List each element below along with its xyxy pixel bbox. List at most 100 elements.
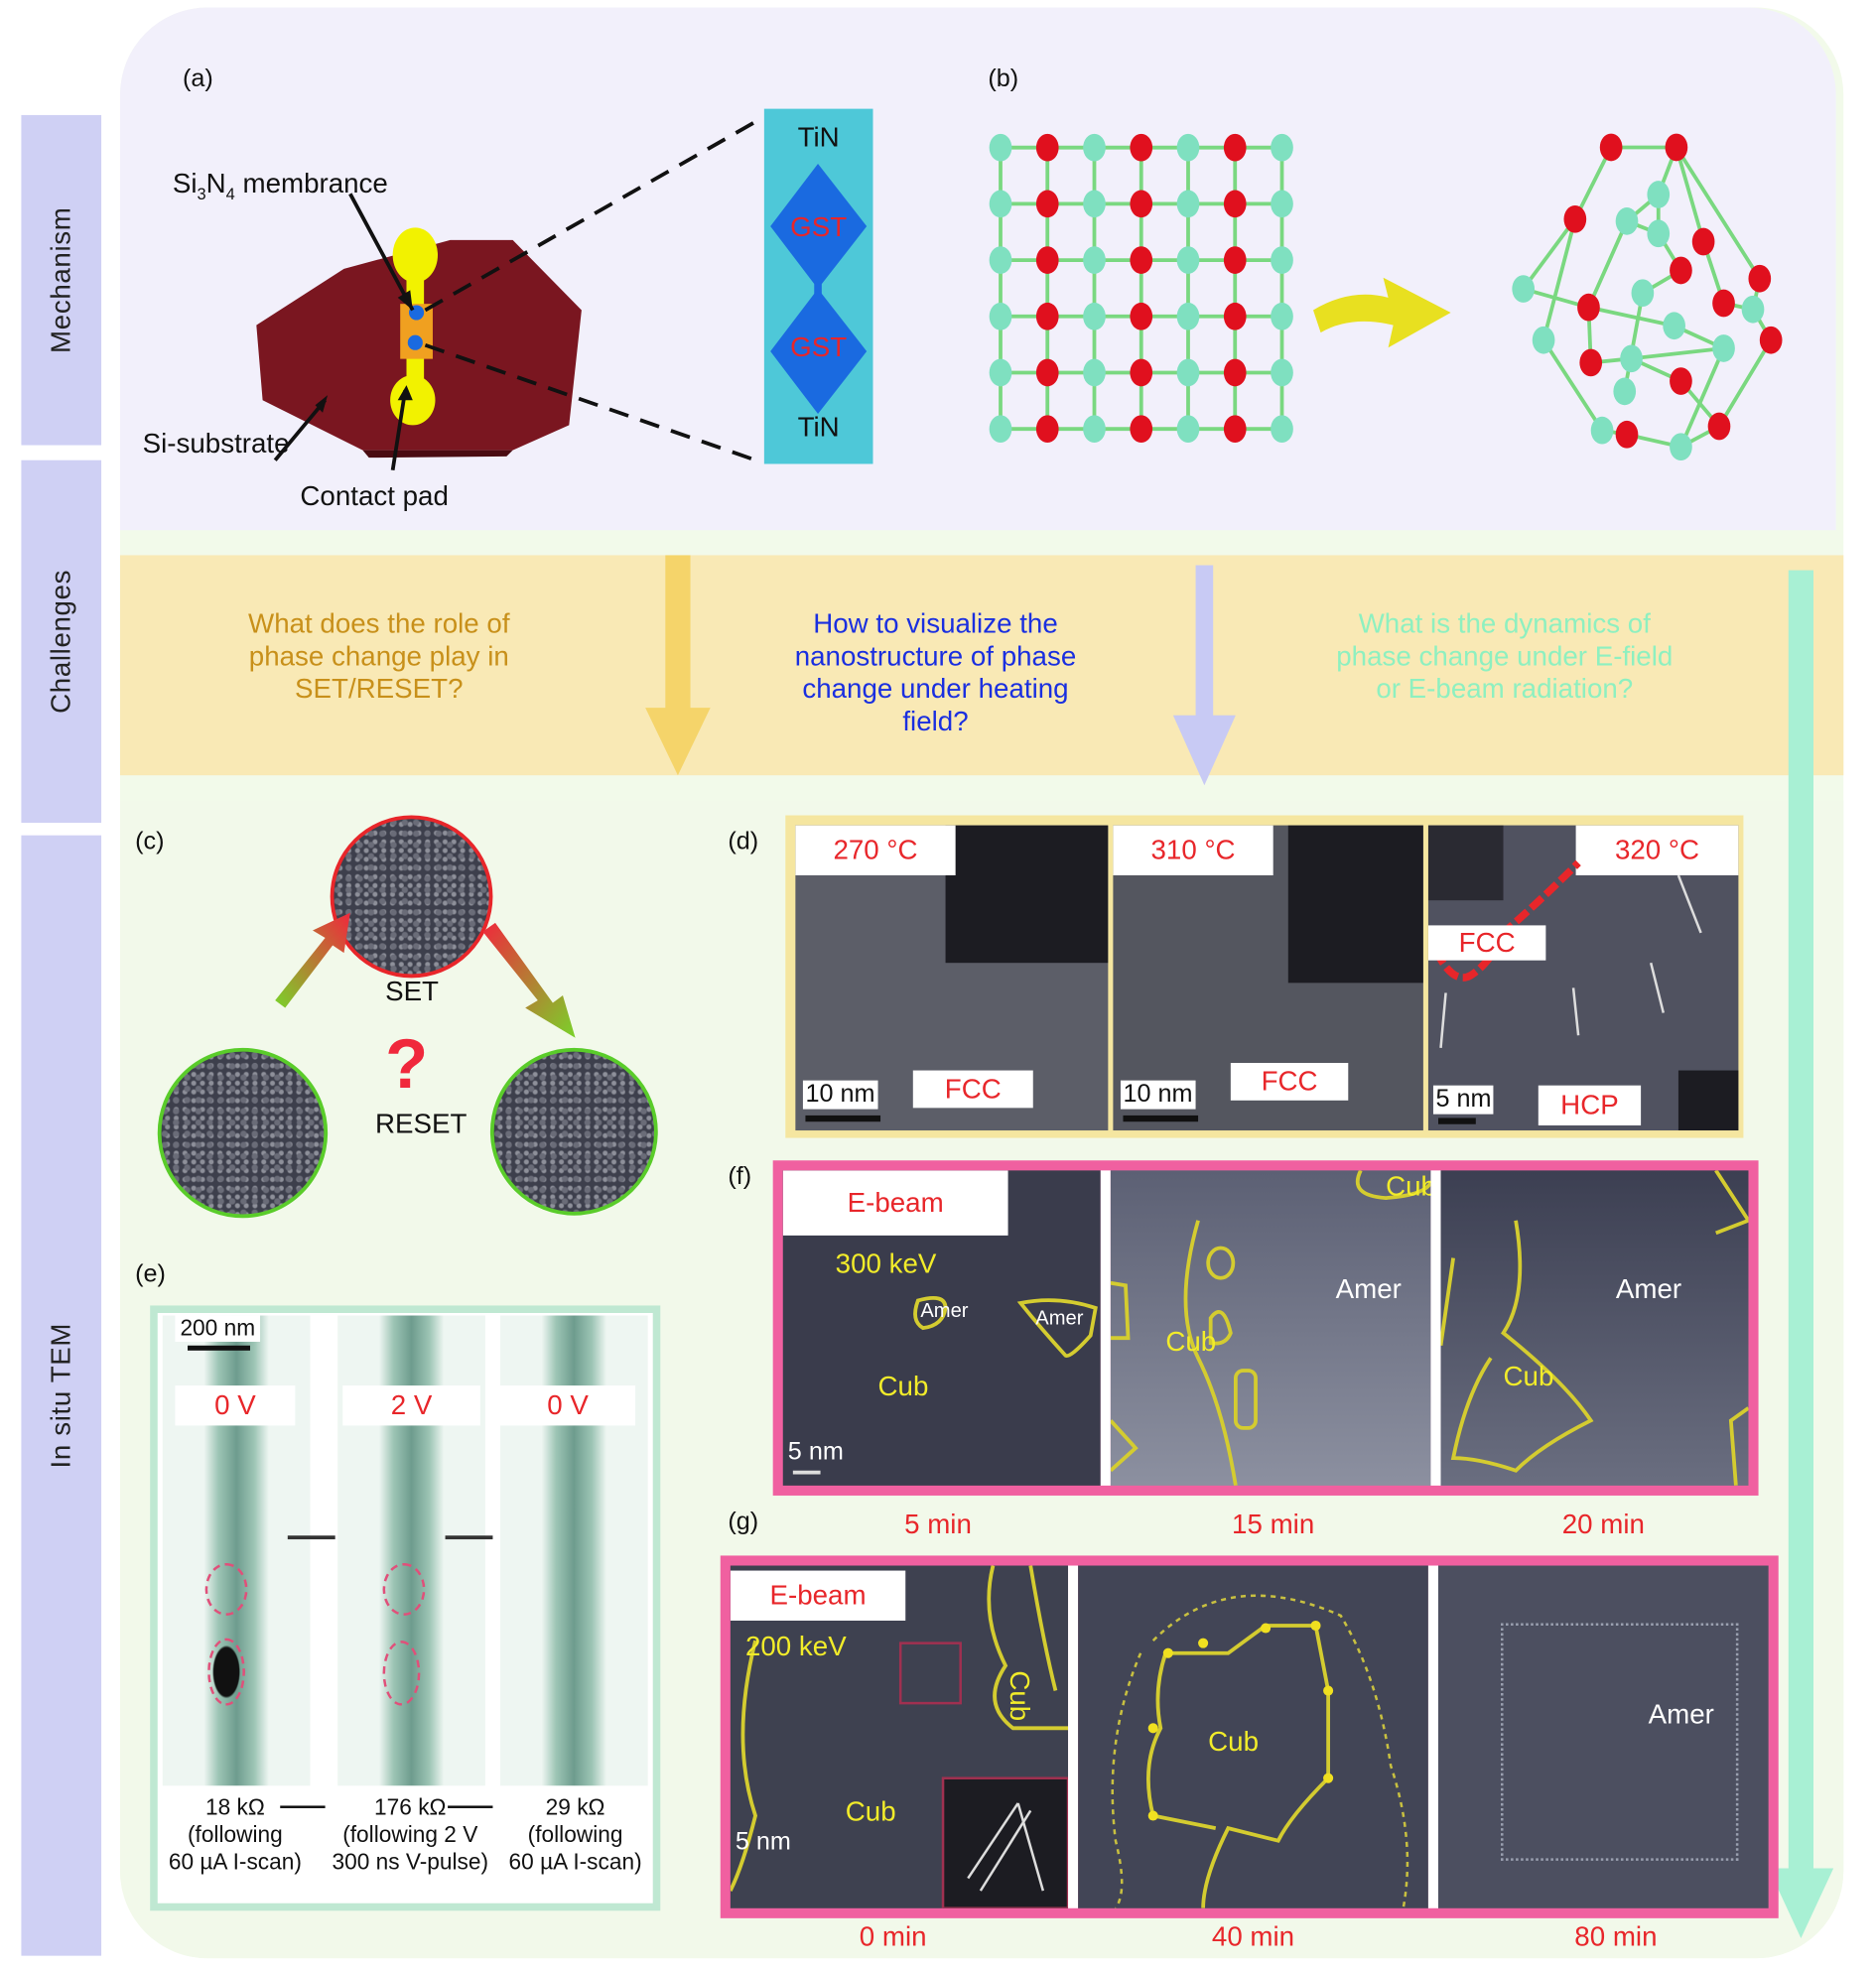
atom-cyan <box>1083 302 1106 330</box>
phase-label-amer: Amer <box>1615 1272 1682 1305</box>
challenge-arrow-3-head <box>1768 1868 1834 1938</box>
phase-label-hcp: HCP <box>1538 1085 1642 1125</box>
atom-cyan <box>1176 302 1200 330</box>
scale-bar <box>792 1470 821 1475</box>
phase-label-cub: Cub <box>1386 1170 1430 1202</box>
phase-label-cub: Cub <box>1503 1360 1554 1392</box>
tem-image-270: 270 °C FCC 10 nm <box>795 825 1109 1131</box>
bond <box>1675 146 1762 280</box>
side-label-challenges: Challenges <box>21 460 102 824</box>
device-stack: TiN GST GST TiN <box>763 108 873 464</box>
scale-label: 10 nm <box>1120 1080 1196 1110</box>
atom-red <box>1223 133 1247 162</box>
tem-image-20min: Amer Cub <box>1440 1170 1749 1486</box>
voltage-label-2: 2 V <box>342 1385 480 1426</box>
side-label-in-situ-tem: In situ TEM <box>21 835 102 1956</box>
tem-image-5min: E-beam 300 keV Amer Amer Cub 5 nm <box>782 1170 1101 1486</box>
atom-cyan <box>1590 416 1614 445</box>
device-schematic <box>256 115 764 471</box>
contact-pad-top <box>392 227 438 283</box>
gst-top-label: GST <box>790 210 848 243</box>
contact-pad-label: Contact pad <box>300 479 449 512</box>
gst-diamonds <box>770 164 868 415</box>
resistance-value: 29 kΩ <box>545 1794 605 1820</box>
temp-label: 310 °C <box>1113 825 1273 875</box>
challenge-arrow-3-shaft <box>1788 570 1813 1871</box>
atom-cyan <box>1271 415 1293 444</box>
frame-divider <box>1068 1565 1079 1908</box>
transition-arrow-1 <box>287 1535 335 1540</box>
highlight-circle <box>382 1563 426 1616</box>
scale-label-200nm: 200 nm <box>175 1315 261 1342</box>
challenges-band <box>119 555 1844 776</box>
scale-label: 10 nm <box>802 1080 878 1110</box>
phase-label: FCC <box>912 1070 1033 1109</box>
challenge-2: How to visualize the nanostructure of ph… <box>794 607 1077 737</box>
atom-cyan <box>1271 190 1293 218</box>
phase-label-fcc: FCC <box>1427 925 1546 961</box>
tin-bottom-label: TiN <box>797 411 840 444</box>
time-label-20min: 20 min <box>1561 1508 1645 1540</box>
panel-label-c: (c) <box>135 828 165 855</box>
panel-label-a: (a) <box>182 65 213 93</box>
bond <box>1541 218 1577 341</box>
atom-red <box>1223 246 1247 274</box>
atom-red <box>1599 133 1623 162</box>
atom-cyan <box>1271 246 1293 274</box>
scale-bar <box>188 1345 250 1351</box>
challenge-arrow-1-shaft <box>665 555 691 716</box>
resistance-value: 18 kΩ <box>204 1794 265 1820</box>
atom-red <box>1130 358 1153 387</box>
bond <box>1541 338 1604 432</box>
phase-label-cub-vertical: Cub <box>1004 1670 1036 1722</box>
phase-boundaries <box>1440 1170 1749 1486</box>
tem-image-40min: Cub <box>1078 1565 1428 1908</box>
region-box <box>1501 1623 1739 1861</box>
atom-cyan <box>1512 275 1536 303</box>
atom-red <box>1665 133 1688 162</box>
temp-label: 270 °C <box>795 825 956 875</box>
phase-label-cub: Cub <box>1208 1725 1260 1758</box>
phase-label-cub: Cub <box>1165 1325 1217 1358</box>
highlight-ellipse <box>207 1638 245 1706</box>
scale-label: 5 nm <box>787 1438 844 1466</box>
substrate-label: Si-substrate <box>142 427 290 460</box>
phase-label: FCC <box>1230 1063 1349 1101</box>
atom-cyan <box>989 302 1012 330</box>
atom-red <box>1759 326 1783 354</box>
phase-boundaries <box>1111 1594 1409 1908</box>
atom-red <box>1223 358 1247 387</box>
atom-red <box>1223 190 1247 218</box>
time-label-15min: 15 min <box>1232 1508 1315 1540</box>
bond <box>1522 217 1577 291</box>
tem-image-320: 320 °C FCC HCP 5 nm <box>1427 825 1739 1131</box>
atom-red <box>1579 348 1603 377</box>
voltage-label-1: 0 V <box>175 1385 296 1426</box>
atom-red <box>1035 190 1059 218</box>
atom-cyan <box>989 415 1012 444</box>
transition-arrow-2 <box>445 1535 493 1540</box>
scale-bar <box>1438 1117 1476 1124</box>
bond <box>1588 305 1675 328</box>
atom-cyan <box>1176 133 1200 162</box>
panel-label-b: (b) <box>988 65 1019 93</box>
time-label-0min: 0 min <box>859 1920 927 1952</box>
voltage-label-3: 0 V <box>500 1385 636 1426</box>
atom-red <box>1223 302 1247 330</box>
phase-label-cub: Cub <box>877 1370 929 1402</box>
challenge-arrow-2-shaft <box>1195 565 1214 721</box>
atom-red <box>1577 293 1600 322</box>
bond <box>1622 292 1645 392</box>
bond <box>1586 220 1629 309</box>
panel-label-g: (g) <box>728 1508 759 1536</box>
atom-cyan <box>1712 334 1735 362</box>
caption-arrow-1 <box>280 1805 326 1808</box>
bond <box>1678 347 1726 448</box>
atom-red <box>1035 415 1059 444</box>
atom-cyan <box>989 358 1012 387</box>
atom-cyan <box>1271 358 1293 387</box>
phase-boundaries <box>730 1565 1069 1908</box>
resistance-caption-3: 29 kΩ (following 60 µA I-scan) <box>500 1793 650 1876</box>
phase-boundaries <box>913 1296 1098 1358</box>
atom-cyan <box>989 246 1012 274</box>
